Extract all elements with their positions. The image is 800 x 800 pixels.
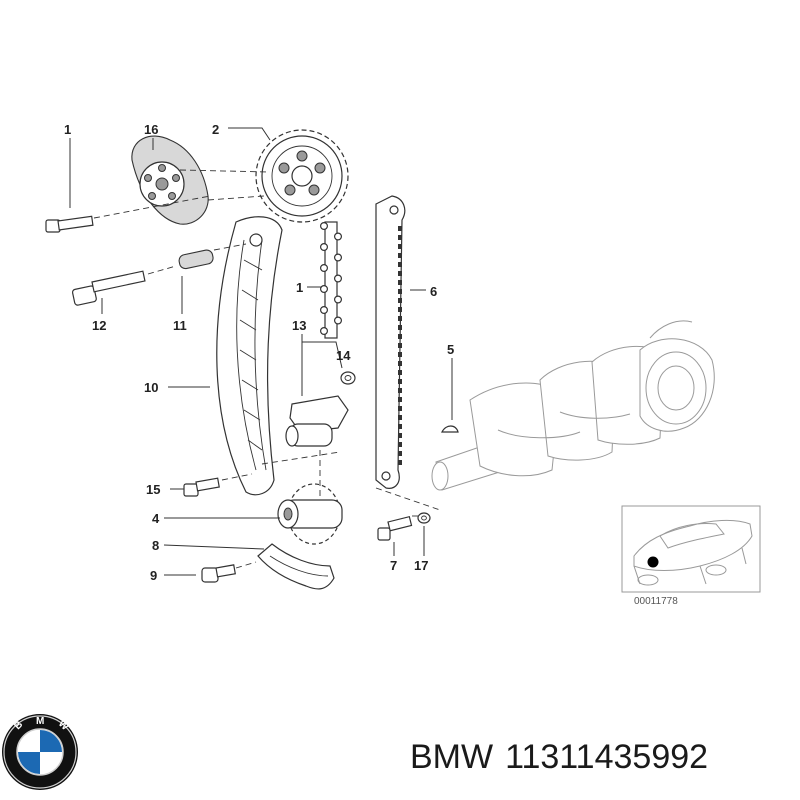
callout-12: 12: [92, 318, 106, 333]
bolt-3-part: [45, 195, 211, 233]
crank-sprocket-part: [277, 483, 343, 545]
callout-4: 4: [152, 511, 160, 526]
callout-15: 15: [146, 482, 160, 497]
callout-2: 2: [212, 122, 219, 137]
callout-13: 13: [292, 318, 306, 333]
tensioner-rail-part: [216, 216, 283, 496]
crankshaft-drawing: [431, 320, 715, 491]
seal-ring-part: [340, 371, 356, 385]
chain-tensioner-part: [285, 395, 349, 447]
callout-labels: 1 16 2 1 6 5 13 14 12 11 10 15 4 8 9 7 1…: [64, 122, 454, 583]
callout-14: 14: [336, 348, 351, 363]
callout-5: 5: [447, 342, 454, 357]
brand-name: BMW: [410, 738, 494, 776]
callout-3: 1: [64, 122, 71, 137]
guide-rail-part: [375, 195, 406, 489]
bolt-12-part: [71, 270, 146, 306]
assembly-guide-lines: [179, 169, 441, 569]
chain-guide-part: [257, 543, 335, 590]
bolt-9-part: [201, 564, 236, 583]
engine-location-marker: [647, 556, 659, 568]
callout-17: 17: [414, 558, 428, 573]
callout-7: 7: [390, 558, 397, 573]
callout-10: 10: [144, 380, 158, 395]
vehicle-inset: 00011778: [621, 505, 761, 607]
woodruff-key-part: [441, 425, 459, 433]
camshaft-sprocket-part: [255, 129, 349, 223]
sleeve-11-part: [147, 243, 247, 275]
callout-11: 11: [173, 318, 187, 333]
timing-plate-part: [131, 135, 209, 225]
inset-reference-number: 00011778: [634, 596, 678, 607]
washer-17-part: [417, 512, 431, 524]
callout-16: 16: [144, 122, 158, 137]
callout-9: 9: [150, 568, 157, 583]
timing-chain-part: [320, 221, 343, 339]
bolt-15-part: [183, 477, 220, 497]
svg-text:M: M: [36, 716, 44, 727]
bmw-logo: B M W: [2, 714, 78, 790]
callout-8: 8: [152, 538, 159, 553]
callout-1: 1: [296, 280, 303, 295]
callout-6: 6: [430, 284, 437, 299]
leader-lines: [69, 127, 453, 576]
part-number-caption: BMW 11311435992: [410, 738, 790, 788]
bolt-7-part: [377, 515, 413, 541]
part-number: 11311435992: [505, 738, 709, 776]
